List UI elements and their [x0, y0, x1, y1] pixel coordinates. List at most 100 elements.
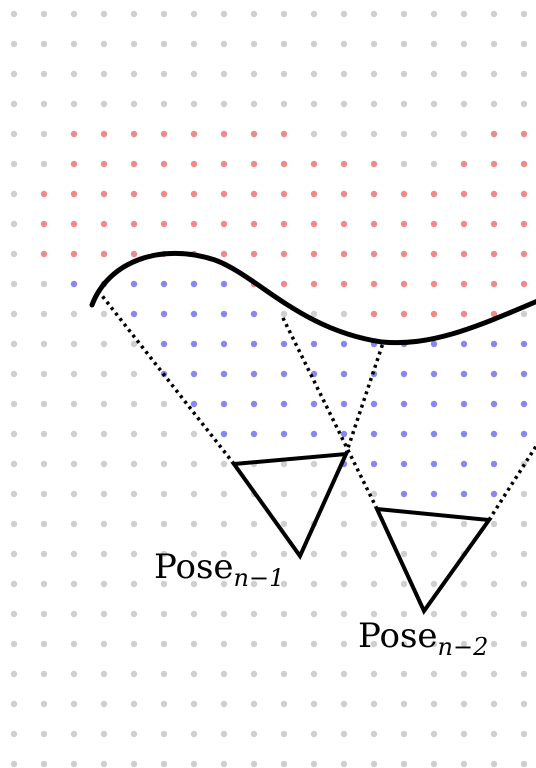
grid-dot: [70, 40, 78, 48]
grid-dot: [430, 700, 438, 708]
grid-dot: [400, 700, 408, 708]
grid-dot: [490, 700, 498, 708]
grid-dot: [10, 640, 18, 648]
grid-dot: [490, 520, 498, 528]
free-dot: [340, 400, 348, 408]
grid-dot: [250, 10, 258, 18]
grid-dot: [370, 550, 378, 558]
grid-dot: [70, 520, 78, 528]
grid-dot: [490, 580, 498, 588]
occupied-dot: [490, 310, 498, 318]
free-dot: [400, 490, 408, 498]
grid-dot: [400, 70, 408, 78]
grid-dot: [10, 610, 18, 618]
occupied-dot: [430, 280, 438, 288]
grid-dot: [520, 310, 528, 318]
free-dot: [220, 280, 228, 288]
grid-dot: [130, 520, 138, 528]
grid-dot: [520, 760, 528, 768]
grid-dot: [130, 760, 138, 768]
grid-dot: [250, 550, 258, 558]
grid-dot: [520, 670, 528, 678]
occupied-dot: [520, 220, 528, 228]
grid-dot: [490, 70, 498, 78]
grid-dot: [70, 610, 78, 618]
grid-dot: [250, 580, 258, 588]
grid-dot: [400, 520, 408, 528]
grid-dot: [10, 430, 18, 438]
grid-dot: [40, 580, 48, 588]
grid-dot: [340, 760, 348, 768]
occupied-dot: [310, 280, 318, 288]
free-dot: [370, 400, 378, 408]
free-dot: [520, 370, 528, 378]
grid-dot: [520, 700, 528, 708]
grid-dot: [430, 730, 438, 738]
grid-dot: [310, 640, 318, 648]
sensor-rays: [94, 286, 536, 521]
grid-dot: [40, 490, 48, 498]
free-dot: [460, 460, 468, 468]
grid-dot: [70, 400, 78, 408]
grid-dot: [430, 520, 438, 528]
grid-dot: [370, 670, 378, 678]
grid-dot: [70, 730, 78, 738]
grid-dot: [10, 70, 18, 78]
grid-dot: [100, 580, 108, 588]
grid-dot: [490, 550, 498, 558]
grid-dot: [490, 610, 498, 618]
grid-dot: [100, 430, 108, 438]
grid-dot: [220, 670, 228, 678]
occupied-dot: [40, 190, 48, 198]
occupied-dot: [70, 160, 78, 168]
grid-dot: [160, 490, 168, 498]
grid-dot: [190, 640, 198, 648]
grid-dot: [100, 10, 108, 18]
grid-dot: [310, 670, 318, 678]
grid-dot: [490, 670, 498, 678]
grid-dot: [250, 700, 258, 708]
occupied-dot: [520, 160, 528, 168]
grid-dot: [220, 730, 228, 738]
grid-dot: [430, 670, 438, 678]
grid-dot: [310, 730, 318, 738]
occupied-dot: [220, 160, 228, 168]
free-dot: [460, 490, 468, 498]
occupied-dot: [250, 250, 258, 258]
grid-dot: [520, 640, 528, 648]
grid-dot: [10, 340, 18, 348]
occupied-dot: [190, 190, 198, 198]
grid-dot: [130, 700, 138, 708]
grid-dot: [40, 10, 48, 18]
grid-dot: [250, 70, 258, 78]
grid-dot: [370, 130, 378, 138]
grid-dot: [130, 580, 138, 588]
grid-dot: [340, 10, 348, 18]
occupied-dot: [280, 280, 288, 288]
grid-dot: [400, 730, 408, 738]
grid-dot: [520, 550, 528, 558]
grid-dot: [70, 10, 78, 18]
occupied-dot: [520, 280, 528, 288]
free-dot: [160, 280, 168, 288]
grid-dot: [430, 640, 438, 648]
grid-dot: [10, 760, 18, 768]
grid-dot: [280, 490, 288, 498]
free-dot: [280, 400, 288, 408]
occupied-dot: [340, 220, 348, 228]
grid-dot: [190, 730, 198, 738]
occupied-dot: [430, 310, 438, 318]
occupied-dot: [280, 220, 288, 228]
grid-dot: [10, 310, 18, 318]
occupied-dot: [40, 220, 48, 228]
grid-dot: [40, 40, 48, 48]
ray-pose-n-1-left: [94, 286, 236, 466]
grid-dot: [340, 70, 348, 78]
grid-dot: [70, 460, 78, 468]
free-dot: [280, 430, 288, 438]
occupied-dot: [430, 250, 438, 258]
occupied-dot: [310, 220, 318, 228]
occupied-dot: [490, 160, 498, 168]
grid-dot: [190, 430, 198, 438]
grid-dot: [400, 160, 408, 168]
